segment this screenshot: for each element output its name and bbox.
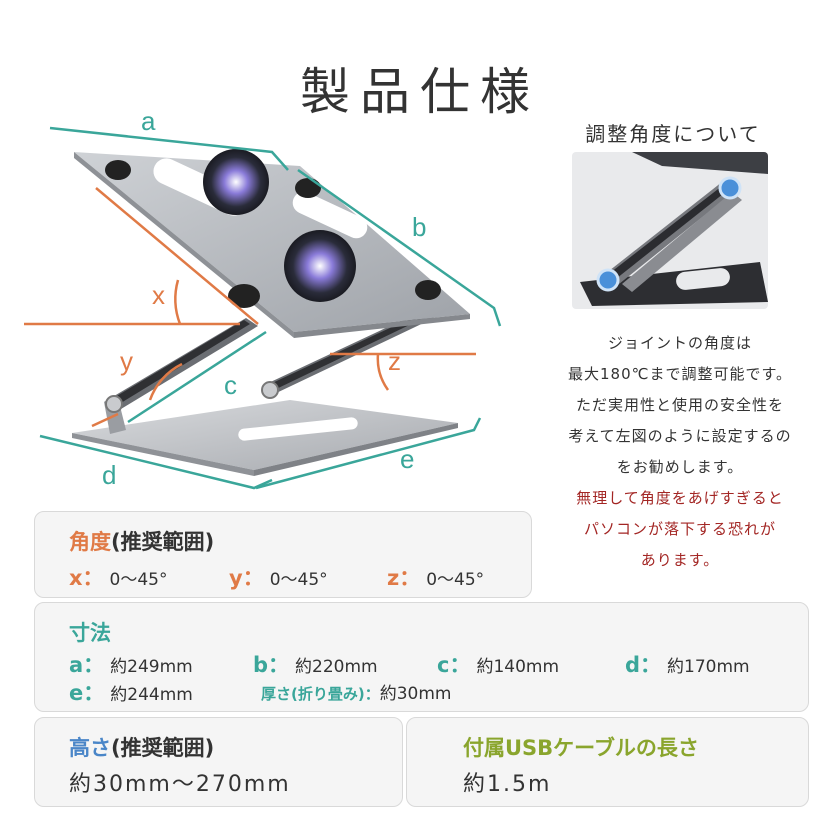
warning-line: パソコンが落下する恐れが — [583, 520, 776, 538]
adjust-note: ジョイントの角度は 最大180℃まで調整可能です。 ただ実用性と使用の安全性を … — [530, 328, 830, 576]
dim-key: c： — [437, 653, 471, 677]
height-heading-sub: (推奨範囲) — [111, 736, 215, 760]
page-title: 製品仕様 — [300, 63, 540, 121]
warning-line: 無理して角度をあげすぎると — [576, 489, 784, 507]
cable-panel: 付属USBケーブルの長さ 約1.5m — [406, 717, 809, 807]
dim-value: 約30mm — [379, 684, 452, 704]
dim-thickness: 厚さ(折り畳み)：約30mm — [261, 679, 451, 704]
dim-key: b： — [253, 653, 290, 677]
note-line: ただ実用性と使用の安全性を — [575, 396, 784, 414]
label-a: a — [141, 106, 156, 136]
dim-a: a：約249mm — [69, 649, 193, 679]
dim-c-line — [127, 330, 267, 424]
dim-key: 厚さ(折り畳み)： — [261, 685, 380, 703]
dim-d-line — [39, 434, 273, 490]
dim-value: 約170mm — [667, 657, 750, 677]
dim-value: 約244mm — [110, 685, 193, 705]
dim-value: 約220mm — [295, 657, 378, 677]
angle-key: z： — [387, 566, 421, 590]
dim-key: a： — [69, 653, 105, 677]
fan-top — [203, 149, 269, 215]
angle-heading-sub: (推奨範囲) — [111, 530, 215, 554]
height-panel: 高さ(推奨範囲) 約30mm～270mm — [34, 717, 403, 807]
dim-d: d：約170mm — [625, 649, 750, 679]
angle-heading-main: 角度 — [69, 530, 111, 554]
angle-value: 0～45° — [109, 570, 168, 590]
joint-photo — [572, 152, 768, 309]
note-line: 考えて左図のように設定するの — [568, 427, 792, 445]
angle-heading: 角度(推奨範囲) — [69, 526, 214, 556]
dim-value: 約140mm — [476, 657, 560, 677]
dim-value: 約249mm — [110, 657, 193, 677]
fan-bottom — [284, 230, 356, 302]
warning-line: あります。 — [640, 551, 720, 569]
dim-e-line — [255, 417, 482, 490]
label-d: d — [102, 460, 116, 490]
dim-e: e：約244mm — [69, 677, 193, 707]
cable-heading: 付属USBケーブルの長さ — [463, 736, 699, 760]
top-plate — [74, 152, 470, 332]
angle-x: x：0～45° — [69, 562, 168, 592]
dim-b-line — [297, 168, 502, 327]
note-line: をお勧めします。 — [616, 458, 744, 476]
dim-key: e： — [69, 681, 105, 705]
label-e: e — [400, 444, 414, 474]
adjust-title: 調整角度について — [585, 122, 761, 146]
dim-a-line — [49, 126, 289, 171]
label-x: x — [152, 280, 165, 310]
height-value: 約30mm～270mm — [69, 772, 291, 797]
angle-z: z：0～45° — [387, 562, 484, 592]
label-y: y — [120, 346, 133, 376]
angle-panel: 角度(推奨範囲) x：0～45° y：0～45° z：0～45° — [34, 511, 532, 598]
dimensions-panel: 寸法 a：約249mm b：約220mm c：約140mm d：約170mm e… — [34, 602, 809, 712]
dim-b: b：約220mm — [253, 649, 378, 679]
cable-value: 約1.5m — [463, 772, 552, 797]
angle-value: 0～45° — [269, 570, 328, 590]
angle-y: y：0～45° — [229, 562, 328, 592]
angle-key: y： — [229, 566, 264, 590]
dimensions-heading: 寸法 — [69, 621, 111, 645]
height-heading-main: 高さ — [69, 736, 111, 760]
height-heading: 高さ(推奨範囲) — [69, 732, 214, 762]
label-z: z — [388, 346, 401, 376]
dim-c: c：約140mm — [437, 649, 559, 679]
label-c: c — [224, 370, 237, 400]
dim-key: d： — [625, 653, 662, 677]
stand-diagram: a b x y c z d e — [24, 106, 502, 490]
note-line: ジョイントの角度は — [607, 334, 752, 352]
angle-value: 0～45° — [426, 570, 485, 590]
angle-key: x： — [69, 566, 104, 590]
note-line: 最大180℃まで調整可能です。 — [568, 365, 792, 383]
label-b: b — [412, 212, 426, 242]
